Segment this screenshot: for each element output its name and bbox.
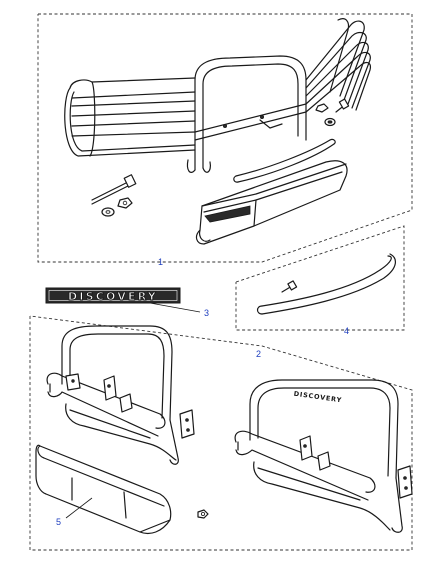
side-bar-bolt	[281, 280, 298, 293]
callout-label-1: 1	[158, 257, 163, 267]
washer-left	[101, 207, 115, 217]
side-bar	[256, 253, 396, 315]
nut-lower	[197, 509, 209, 519]
bolt-long	[91, 174, 137, 205]
decal-text: DISCOVERY	[68, 290, 158, 303]
a-bar-left	[46, 325, 195, 465]
discovery-decal: DISCOVERY	[45, 287, 181, 304]
callout-label-2: 2	[256, 349, 261, 359]
trim-bar	[233, 138, 336, 183]
group-4-frame	[235, 225, 405, 331]
nut-left	[117, 197, 133, 209]
grille-guard	[64, 18, 371, 173]
group-1-frame	[37, 13, 413, 263]
bolt-right-group	[315, 98, 350, 127]
a-bar-right: DISCOVERY	[234, 379, 413, 533]
lower-guard	[35, 444, 172, 535]
skid-panel	[195, 160, 348, 245]
callout-1: 1	[158, 257, 163, 267]
a-bar-badge: DISCOVERY	[293, 390, 342, 405]
callout-label-3: 3	[204, 308, 209, 318]
callout-label-4: 4	[344, 326, 349, 336]
group-2-frame	[29, 315, 413, 551]
callout-label-5: 5	[56, 517, 61, 527]
